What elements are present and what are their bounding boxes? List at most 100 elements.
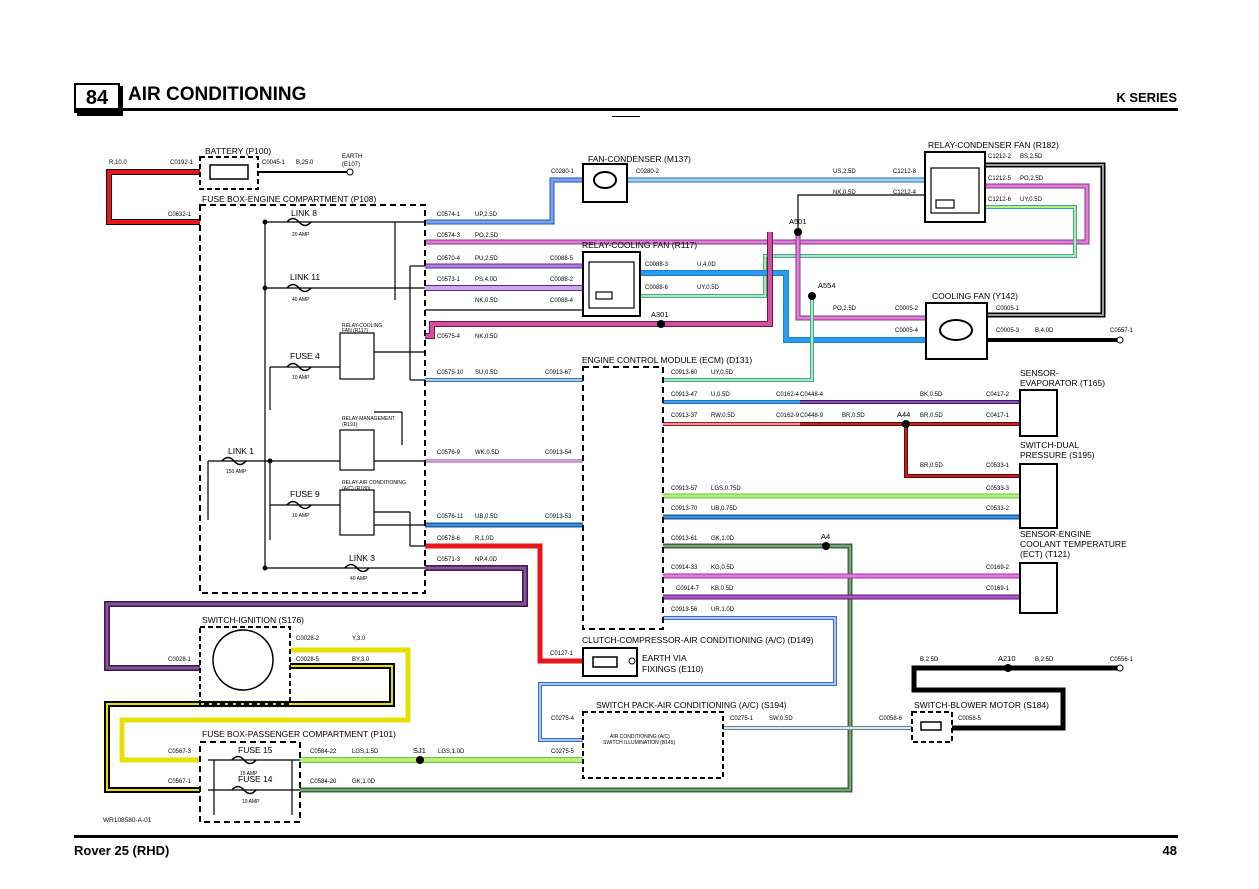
fuse-fuse9-symbol [286, 500, 312, 510]
svg-text:C0913-47: C0913-47 [671, 392, 698, 398]
wires [104, 162, 1120, 793]
svg-text:C0448-9: C0448-9 [800, 413, 824, 419]
svg-text:C0913-70: C0913-70 [671, 506, 698, 512]
svg-text:UR,1.0D: UR,1.0D [711, 607, 735, 613]
svg-text:15 AMP: 15 AMP [240, 771, 258, 777]
svg-text:C1212-5: C1212-5 [988, 176, 1012, 182]
svg-text:C0576-9: C0576-9 [437, 450, 461, 456]
label-switch-pack: SWITCH PACK-AIR CONDITIONING (A/C) (S194… [596, 700, 787, 710]
svg-text:B,2.5D: B,2.5D [1035, 657, 1054, 663]
svg-text:C0576-11: C0576-11 [437, 514, 464, 520]
svg-text:C0162-4: C0162-4 [776, 392, 800, 398]
svg-text:RW,0.5D: RW,0.5D [711, 413, 736, 419]
svg-text:C0578-6: C0578-6 [437, 536, 461, 542]
label-earth-code: (E107) [342, 162, 360, 168]
svg-text:C0914-7: C0914-7 [676, 586, 700, 592]
svg-text:PO,2.5D: PO,2.5D [475, 233, 499, 239]
svg-text:C1212-8: C1212-8 [893, 169, 917, 175]
label-earth-via-2: FIXINGS (E110) [642, 664, 703, 674]
svg-text:C0574-3: C0574-3 [437, 233, 461, 239]
splice-dots [262, 168, 1124, 764]
relay-condenser-box [924, 151, 986, 223]
svg-text:B,4.0D: B,4.0D [1035, 328, 1054, 334]
svg-text:UY,0.5D: UY,0.5D [697, 285, 720, 291]
svg-text:C0169-2: C0169-2 [986, 565, 1010, 571]
svg-text:C0533-3: C0533-3 [986, 486, 1010, 492]
svg-text:LGS,1.5D: LGS,1.5D [352, 749, 379, 755]
svg-text:C0557-1: C0557-1 [1110, 328, 1134, 334]
svg-text:C0575-4: C0575-4 [437, 334, 461, 340]
svg-text:A210: A210 [998, 654, 1016, 663]
splice-a554 [808, 292, 816, 300]
label-clutch: CLUTCH-COMPRESSOR-AIR CONDITIONING (A/C)… [582, 635, 814, 645]
svg-text:C0169-1: C0169-1 [986, 586, 1010, 592]
svg-text:A44: A44 [897, 410, 910, 419]
svg-text:LINK 3: LINK 3 [349, 553, 375, 563]
svg-text:C0028-5: C0028-5 [296, 657, 320, 663]
svg-text:A554: A554 [818, 281, 836, 290]
component-labels: BATTERY (P100) EARTH (E107) FUSE BOX-ENG… [202, 140, 1127, 739]
label-fusebox-engine: FUSE BOX-ENGINE COMPARTMENT (P108) [202, 194, 376, 204]
svg-text:150 AMP: 150 AMP [226, 469, 247, 475]
svg-text:C0448-4: C0448-4 [800, 392, 824, 398]
wire-uy05-a [640, 205, 1077, 298]
svg-text:C0028-1: C0028-1 [168, 657, 192, 663]
svg-text:R,10.0: R,10.0 [109, 160, 127, 166]
svg-text:RELAY-COOLING: RELAY-COOLING [342, 323, 382, 329]
svg-text:PU,2.5D: PU,2.5D [475, 256, 498, 262]
svg-text:US,2.5D: US,2.5D [833, 169, 856, 175]
svg-text:(R191): (R191) [342, 422, 358, 428]
label-relay-cooling: RELAY-COOLING FAN (R117) [582, 240, 697, 250]
svg-text:40 AMP: 40 AMP [292, 297, 310, 303]
svg-text:B,2.5D: B,2.5D [920, 657, 939, 663]
svg-text:PO,2.5D: PO,2.5D [833, 306, 857, 312]
wire-po25 [425, 183, 1090, 245]
svg-text:C0913-37: C0913-37 [671, 413, 698, 419]
wire-nk05-c [797, 194, 925, 232]
svg-text:C0533-1: C0533-1 [986, 463, 1010, 469]
svg-text:C0088-5: C0088-5 [550, 256, 574, 262]
svg-text:C0280-1: C0280-1 [551, 169, 575, 175]
svg-text:C0162-9: C0162-9 [776, 413, 800, 419]
wire-labels: R,10.0 C0192-1 C0045-1 B,25.0 C0632-1 C0… [109, 154, 1134, 785]
svg-text:BS,2.5D: BS,2.5D [1020, 154, 1043, 160]
label-sensor-ect-3: (ECT) (T121) [1020, 549, 1070, 559]
svg-text:C0005-1: C0005-1 [996, 306, 1020, 312]
svg-text:SWITCH ILLUMINATION (B145): SWITCH ILLUMINATION (B145) [603, 740, 675, 746]
label-battery: BATTERY (P100) [205, 146, 271, 156]
svg-text:KB,0.5D: KB,0.5D [711, 586, 734, 592]
svg-text:RELAY-MANAGEMENT: RELAY-MANAGEMENT [342, 416, 395, 422]
svg-text:LGS,0.75D: LGS,0.75D [711, 486, 741, 492]
page-title: AIR CONDITIONING [128, 84, 307, 105]
label-switch-ignition: SWITCH-IGNITION (S176) [202, 615, 304, 625]
svg-text:C0913-57: C0913-57 [671, 486, 698, 492]
fuse-labels: LINK 8 20 AMP LINK 11 40 AMP FUSE 4 10 A… [226, 208, 375, 805]
svg-text:C0533-2: C0533-2 [986, 506, 1010, 512]
svg-text:C0571-3: C0571-3 [437, 557, 461, 563]
sensor-ect-box [1019, 562, 1058, 614]
svg-text:C0275-1: C0275-1 [730, 716, 754, 722]
label-switch-dual-1: SWITCH-DUAL [1020, 440, 1079, 450]
fuse-link3-symbol [344, 563, 370, 573]
fuse-symbols [221, 217, 370, 795]
svg-text:10 AMP: 10 AMP [292, 513, 310, 519]
svg-text:A4: A4 [821, 532, 830, 541]
component-outlines [199, 151, 1058, 823]
battery-box [199, 156, 259, 190]
svg-text:C0280-2: C0280-2 [636, 169, 660, 175]
label-fusebox-passenger: FUSE BOX-PASSENGER COMPARTMENT (P101) [202, 729, 396, 739]
svg-text:FUSE 4: FUSE 4 [290, 351, 320, 361]
svg-text:10 AMP: 10 AMP [242, 799, 260, 805]
inner-labels: RELAY-COOLING FAN (R117) RELAY-MANAGEMEN… [342, 323, 675, 746]
label-earth: EARTH [342, 154, 362, 160]
svg-text:UY,0.5D: UY,0.5D [1020, 197, 1043, 203]
fuse-fuse15-symbol [231, 755, 257, 765]
fuse-link11-symbol [286, 283, 312, 293]
svg-text:SJ1: SJ1 [413, 746, 426, 755]
svg-text:C0275-5: C0275-5 [551, 749, 575, 755]
svg-text:NK,0.5D: NK,0.5D [475, 334, 498, 340]
splice-a4 [822, 542, 830, 550]
splice-a210 [1004, 664, 1012, 672]
label-earth-via-1: EARTH VIA [642, 653, 687, 663]
